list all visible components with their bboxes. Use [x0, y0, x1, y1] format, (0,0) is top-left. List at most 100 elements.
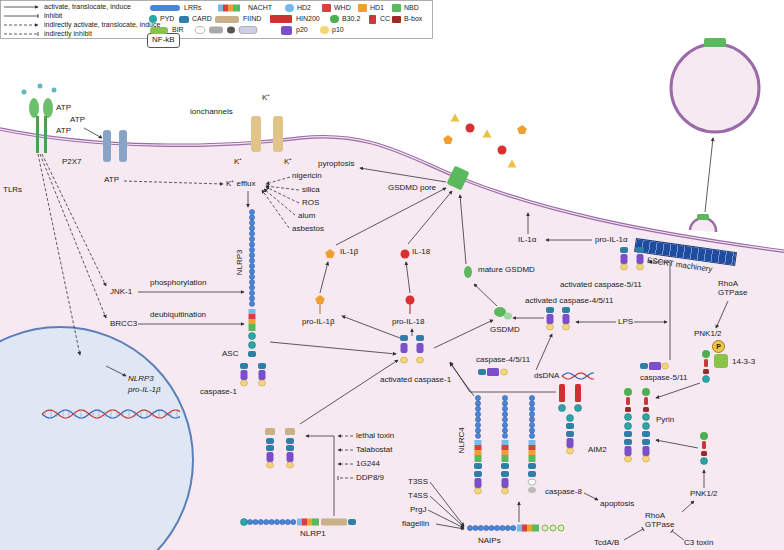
lrr-bead	[280, 519, 285, 524]
card-domain	[566, 431, 574, 437]
p10-domain	[563, 324, 570, 330]
card-domain	[624, 431, 632, 437]
label: pro-IL-1β	[302, 318, 335, 327]
nacht-domain	[529, 445, 536, 450]
label: caspase-5/11	[640, 374, 687, 383]
arrow-line	[704, 470, 705, 488]
arrow-line	[4, 34, 38, 35]
p10-domain	[621, 264, 628, 270]
lrr-bead	[478, 525, 483, 530]
arrow-line	[338, 450, 353, 451]
p10-domain	[637, 264, 644, 270]
label: PNK1/2	[690, 490, 718, 499]
nfkb-box: NF-kB	[147, 33, 180, 48]
label: lethal toxin	[356, 432, 394, 441]
p10-domain	[287, 462, 294, 468]
label: C3 toxin	[684, 539, 713, 548]
bbox-domain	[643, 407, 649, 412]
arrow-line	[338, 436, 353, 437]
legend-text: HD2	[297, 4, 311, 12]
nacht-domain	[522, 525, 527, 532]
card-domain	[501, 471, 509, 477]
dna-rung	[171, 411, 172, 417]
legend-text: WHD	[334, 4, 351, 12]
lrr-bead	[505, 525, 510, 530]
lrr-bead	[291, 519, 296, 524]
label: TLRs	[3, 186, 22, 195]
label: alum	[298, 212, 315, 221]
label: TcdA/B	[594, 539, 619, 548]
drawn-shape	[52, 88, 57, 93]
p20-domain	[649, 362, 661, 370]
drawn-shape	[697, 214, 709, 220]
nacht-domain	[297, 519, 302, 526]
label: P2X7	[62, 158, 82, 167]
legend-text: indirectly activate, translocate, induce	[44, 21, 160, 29]
cytokine	[315, 295, 325, 304]
lrr-bead	[249, 258, 254, 263]
legend-swatch	[392, 16, 401, 23]
lrr-bead	[489, 525, 494, 530]
lrr-bead	[529, 422, 534, 427]
card-domain	[546, 307, 554, 313]
cc-domain	[644, 397, 648, 405]
nacht-domain	[529, 455, 536, 462]
b302-domain	[700, 432, 708, 440]
dna-rung	[51, 411, 52, 417]
nacht-domain	[302, 519, 307, 526]
lrr-bead	[475, 433, 480, 438]
lrr-bead	[529, 401, 534, 406]
lrr-bead	[475, 401, 480, 406]
lrr-bead	[249, 215, 254, 220]
lrr-bead	[249, 269, 254, 274]
label: ionchannels	[190, 108, 233, 117]
nacht-domain	[307, 519, 312, 526]
card-domain	[642, 431, 650, 437]
card-domain	[474, 471, 482, 477]
label: caspase-8	[545, 488, 582, 497]
label: K⁺	[234, 158, 242, 167]
arrow-line	[450, 362, 556, 392]
lrr-bead	[475, 412, 480, 417]
arrow-line	[450, 363, 474, 396]
nucleus-circle	[0, 327, 193, 550]
p10-domain	[547, 324, 554, 330]
dna-rung	[63, 411, 64, 417]
dna-rung	[147, 411, 148, 417]
lrr-bead	[285, 519, 290, 524]
lrr-bead	[475, 428, 480, 433]
legend-swatch	[281, 26, 292, 35]
card-domain	[266, 445, 274, 451]
card-domain	[248, 351, 256, 357]
card-domain	[474, 463, 482, 469]
node-text: NLRP3	[128, 375, 154, 384]
bbox-domain	[701, 451, 707, 456]
lrr-bead	[249, 280, 254, 285]
nacht-domain	[249, 314, 256, 319]
label: phosphorylation	[150, 279, 206, 288]
lrr-bead	[467, 525, 472, 530]
arrow-line	[266, 177, 290, 184]
arrow-line	[248, 191, 249, 207]
dna-strand	[42, 410, 180, 418]
legend-swatch	[215, 16, 239, 23]
arrow-line	[428, 510, 464, 528]
arrow-line	[649, 262, 670, 360]
label: K⁺ efflux	[226, 180, 256, 189]
lrr-bead	[475, 406, 480, 411]
arrow-line	[690, 218, 716, 232]
nucleus: NLRP3pro-IL-1β	[0, 325, 195, 550]
drawn-shape	[464, 266, 472, 278]
p20-domain	[502, 478, 509, 488]
label: 1G244	[356, 460, 380, 469]
arrow-line	[412, 329, 413, 336]
pyd-domain	[575, 405, 582, 412]
drawn-shape	[209, 27, 223, 34]
arrow-line	[336, 188, 446, 245]
p20-domain	[643, 446, 650, 456]
arrow-line	[716, 301, 728, 328]
card-domain	[348, 519, 356, 525]
label: dsDNA	[534, 372, 559, 381]
lrr-bead	[249, 274, 254, 279]
label: activated caspase-1	[380, 376, 451, 385]
